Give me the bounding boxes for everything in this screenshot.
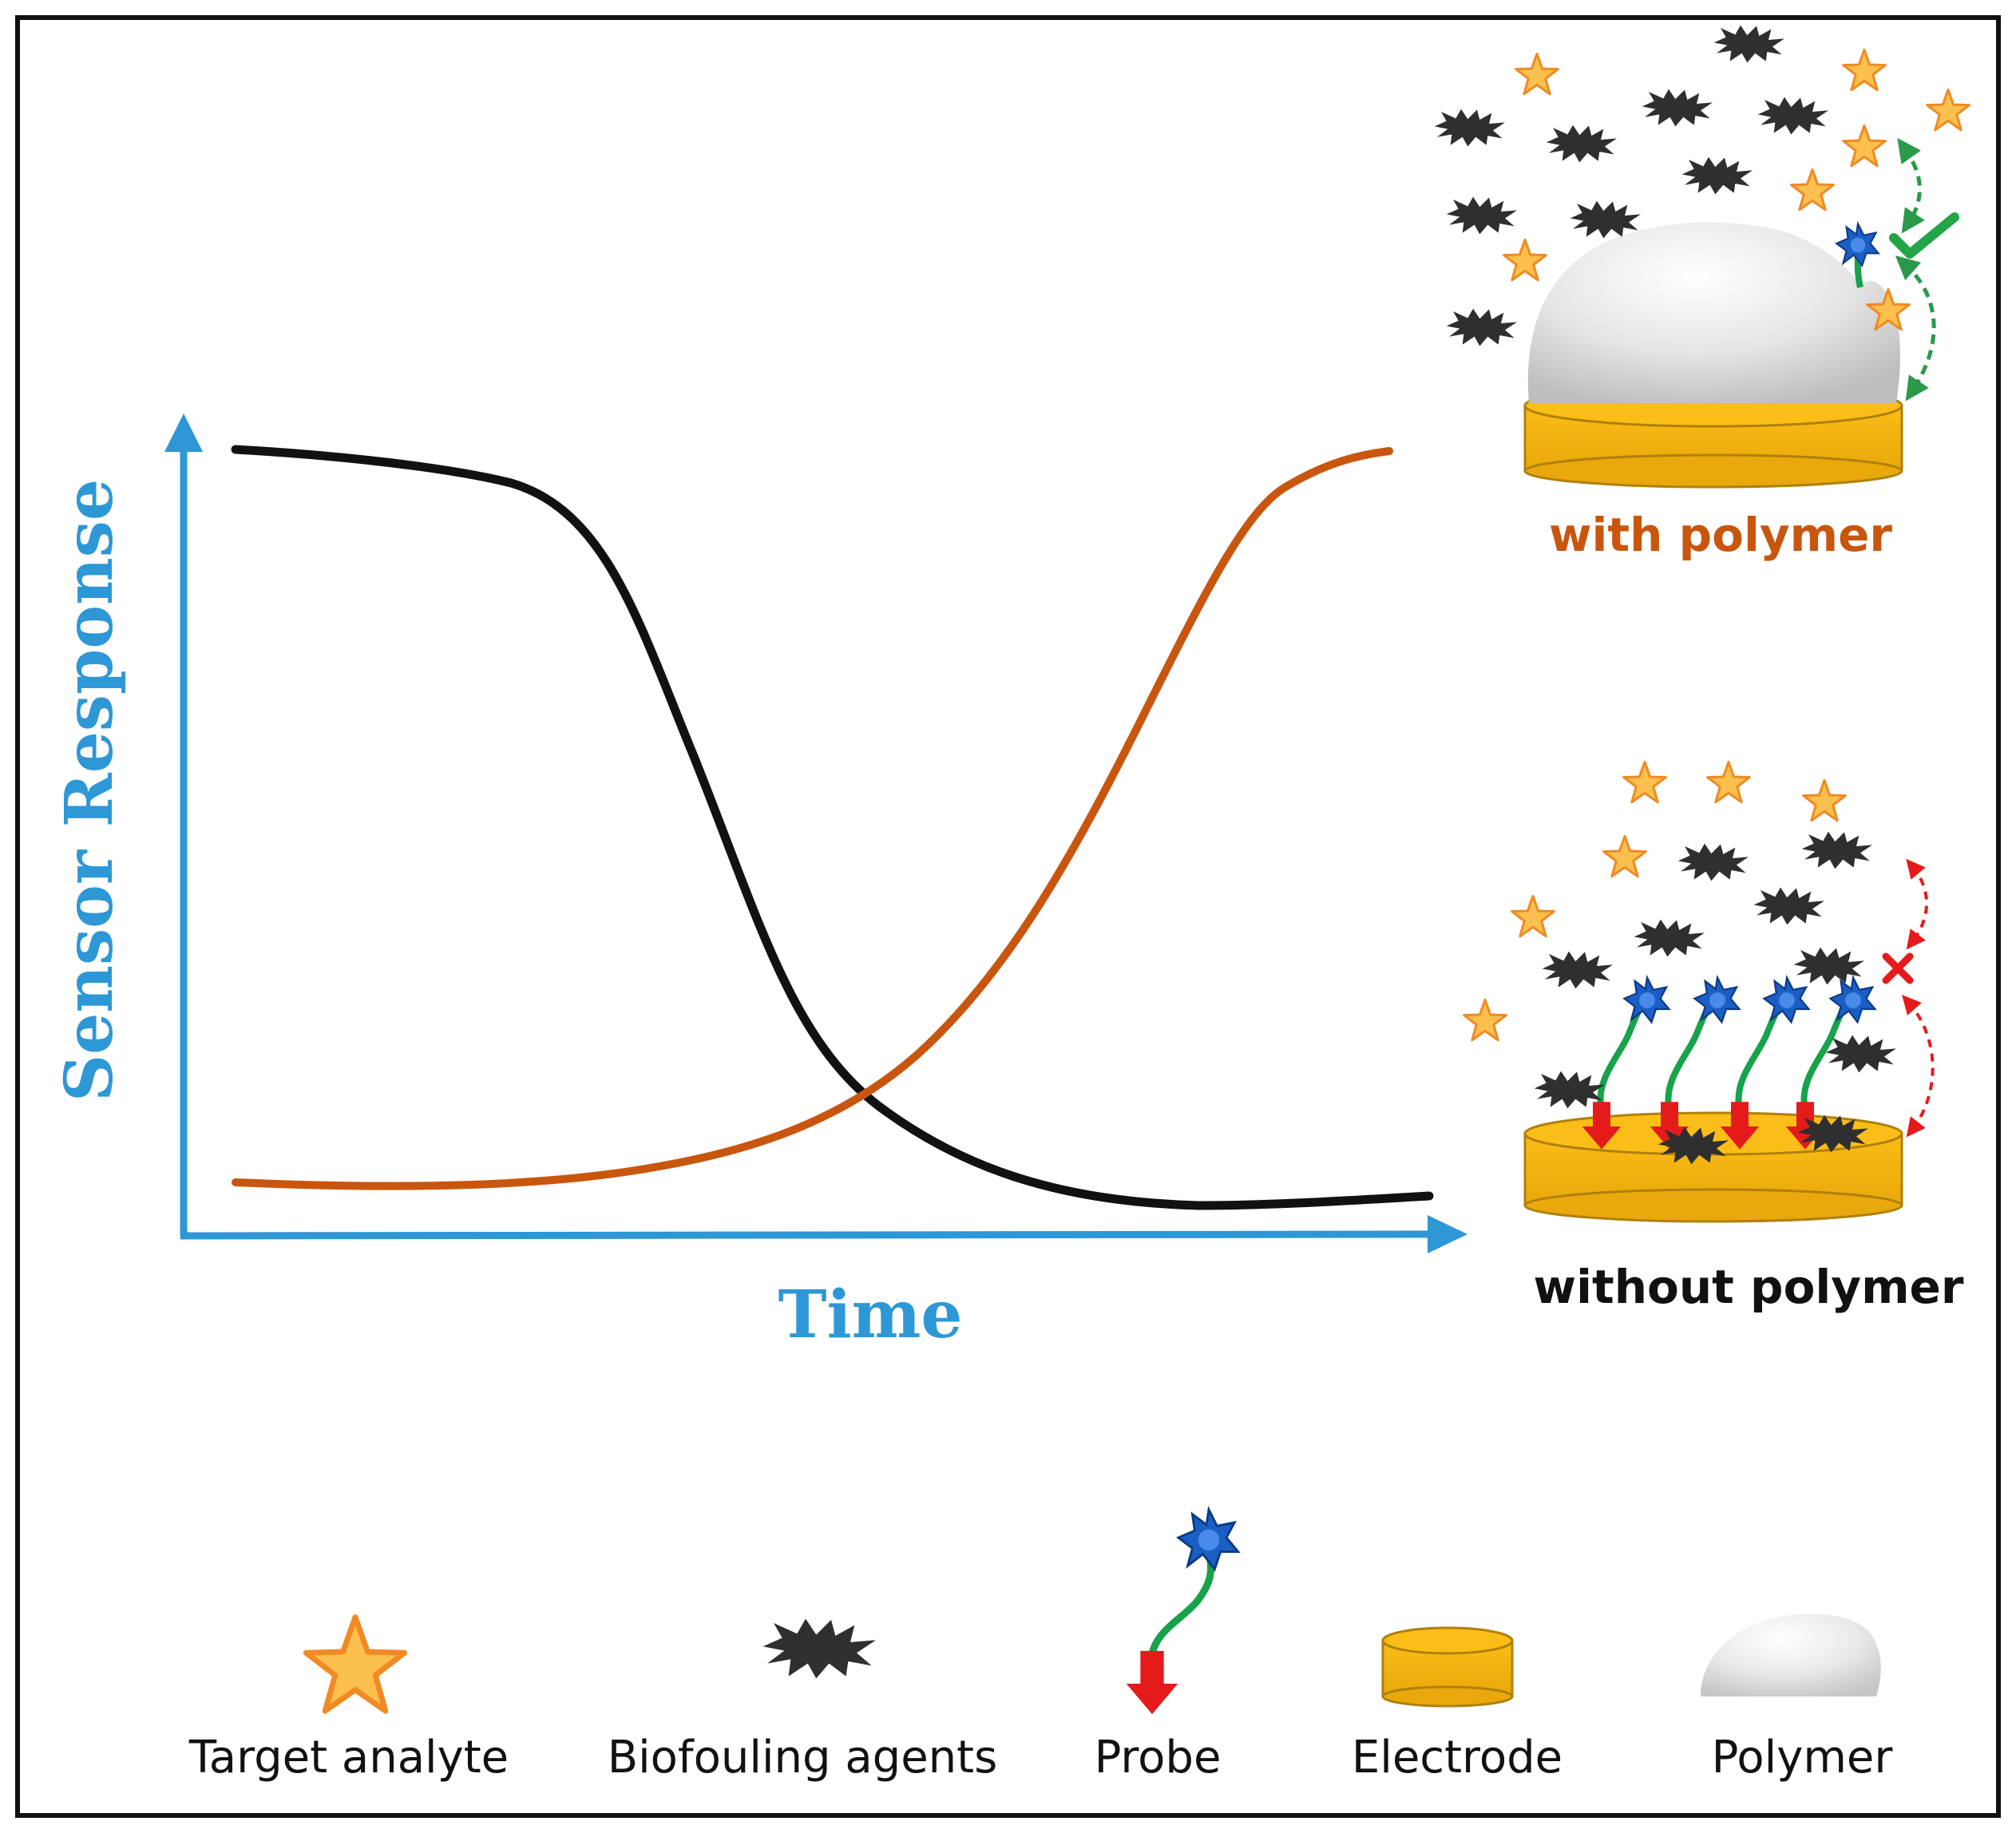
legend-item-target-analyte: Target analyte — [188, 1617, 509, 1784]
electrode-icon — [1381, 1626, 1514, 1708]
star-icon — [306, 1617, 404, 1712]
biofouling-agent — [1713, 25, 1784, 63]
probe-head — [1836, 223, 1879, 267]
panel-with-polymer: with polymer — [1434, 25, 1970, 562]
legend-item-electrode: Electrode — [1352, 1626, 1562, 1784]
probe — [1720, 976, 1810, 1150]
target-analyte — [1515, 52, 1559, 96]
response-chart: Sensor Response Time — [51, 414, 1467, 1353]
x-axis-arrowhead — [1428, 1215, 1467, 1253]
biofouling-agent — [1434, 109, 1505, 147]
legend-label: Biofouling agents — [608, 1732, 998, 1784]
orange-curve — [232, 447, 1393, 1190]
panel-without-polymer: without polymer — [1463, 760, 1964, 1314]
target-analyte — [1511, 894, 1555, 938]
biofouling-agent — [1753, 887, 1824, 925]
biofouling-agent — [1642, 89, 1713, 127]
legend: Target analyte Biofouling agents Probe E… — [188, 1508, 1894, 1784]
blocked-arrow — [1902, 995, 1935, 1138]
probe-icon — [1126, 1508, 1240, 1715]
biofouling-agent — [1446, 308, 1517, 346]
target-analyte — [1926, 88, 1970, 132]
legend-label: Target analyte — [188, 1732, 509, 1784]
binding-arrow — [1895, 255, 1936, 402]
binding-arrow — [1897, 137, 1925, 234]
y-axis-label: Sensor Response — [51, 479, 128, 1102]
target-analyte — [1706, 760, 1751, 804]
x-axis — [180, 1230, 1430, 1240]
biofouling-agent — [1634, 919, 1705, 957]
biofouling-agent — [1757, 97, 1828, 135]
legend-label: Polymer — [1712, 1732, 1894, 1784]
polymer-icon — [1701, 1613, 1881, 1696]
target-analyte — [1622, 760, 1667, 804]
y-axis-arrowhead — [164, 414, 203, 452]
biofouling-agent — [1825, 1035, 1896, 1073]
biofouling-agent — [1546, 125, 1617, 163]
biofouling-icon — [762, 1618, 876, 1679]
target-analyte — [1602, 834, 1647, 878]
legend-item-biofouling-agents: Biofouling agents — [608, 1618, 998, 1784]
probe — [1785, 976, 1876, 1150]
legend-label: Electrode — [1352, 1732, 1562, 1784]
target-analyte — [1463, 998, 1507, 1042]
panel-label-without-polymer: without polymer — [1534, 1260, 1964, 1314]
check-icon — [1889, 212, 1959, 259]
biofouling-agent — [1570, 200, 1641, 239]
target-analyte — [1790, 168, 1835, 212]
target-analyte — [1802, 778, 1847, 822]
panel-label-with-polymer: with polymer — [1549, 508, 1892, 562]
target-analyte — [1503, 238, 1547, 282]
target-analyte — [1842, 124, 1887, 168]
biofouling-agent — [1801, 831, 1872, 869]
legend-item-probe: Probe — [1095, 1508, 1240, 1784]
polymer-coating — [1527, 222, 1900, 403]
probe — [1650, 976, 1741, 1150]
x-axis-label: Time — [778, 1277, 962, 1353]
biofouling-agent — [1681, 156, 1753, 195]
legend-label: Probe — [1095, 1732, 1222, 1784]
cross-icon — [1882, 952, 1914, 984]
biofouling-agent — [1677, 843, 1749, 881]
biofouling-agent — [1542, 951, 1613, 989]
biofouling-agent — [1446, 196, 1517, 235]
figure-border — [15, 15, 2001, 1818]
blocked-arrow — [1906, 858, 1928, 950]
target-analyte — [1842, 48, 1887, 92]
legend-item-polymer: Polymer — [1701, 1613, 1894, 1784]
black-curve — [231, 445, 1434, 1210]
